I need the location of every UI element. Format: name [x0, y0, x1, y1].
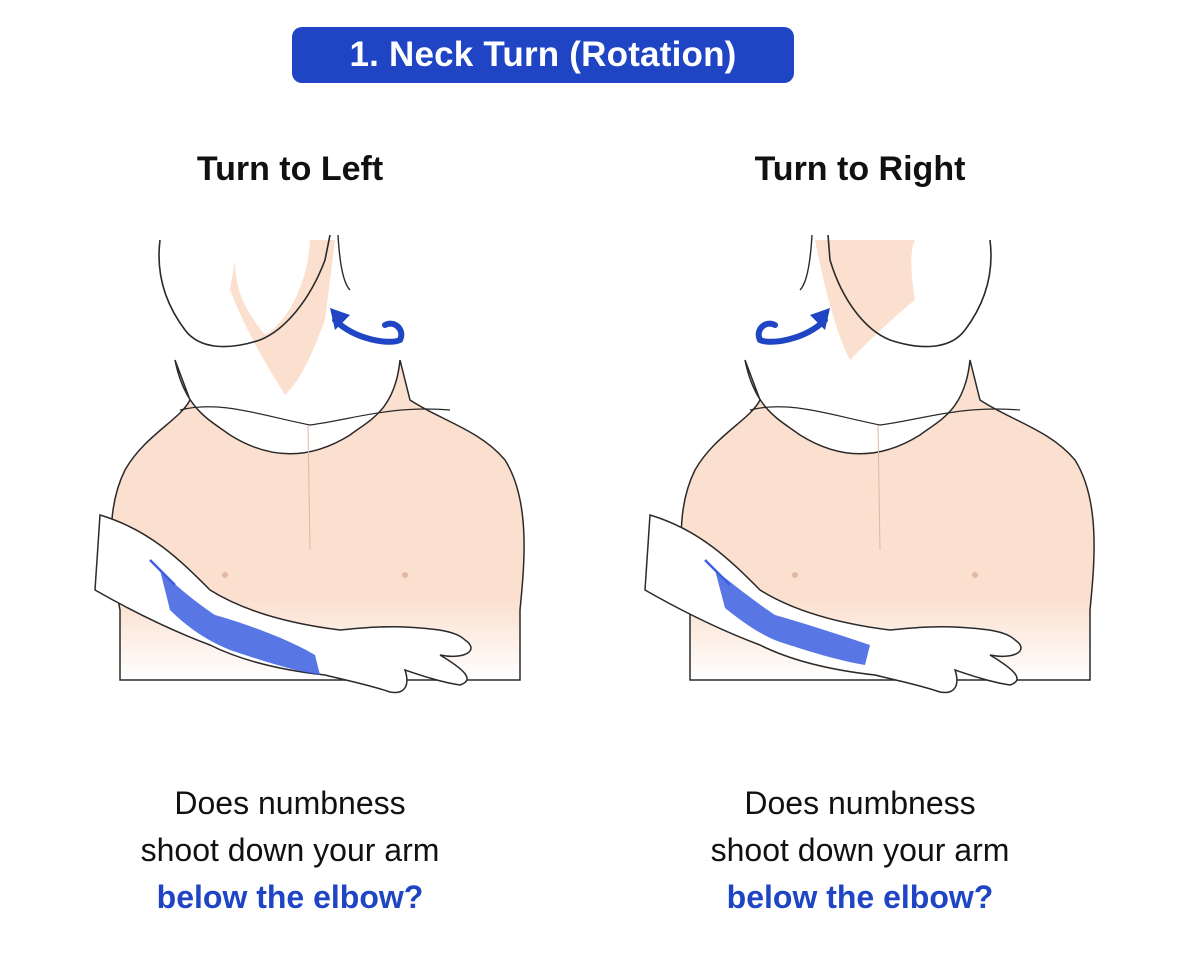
section-title: 1. Neck Turn (Rotation): [292, 27, 794, 83]
torso-illustration-right: [644, 234, 1095, 694]
question-line2-right: shoot down your arm: [710, 832, 1010, 868]
panel-heading-right: Turn to Right: [754, 150, 966, 188]
panel-turn-left: Turn to Left Does numbness: [10, 140, 570, 940]
question-line2-left: shoot down your arm: [140, 832, 440, 868]
panel-turn-right: Turn to Right Does numbness shoot down y…: [580, 140, 1140, 940]
question-left: Does numbness shoot down your arm below …: [10, 780, 570, 921]
curved-arrow-icon: [330, 308, 405, 345]
panel-heading-left: Turn to Left: [196, 150, 384, 188]
question-line1-left: Does numbness: [174, 785, 406, 821]
question-right: Does numbness shoot down your arm below …: [580, 780, 1140, 921]
curved-arrow-icon: [755, 308, 830, 345]
torso-illustration-left: [94, 234, 525, 694]
question-highlight-left: below the elbow?: [156, 879, 424, 915]
question-highlight-right: below the elbow?: [726, 879, 994, 915]
question-line1-right: Does numbness: [744, 785, 976, 821]
